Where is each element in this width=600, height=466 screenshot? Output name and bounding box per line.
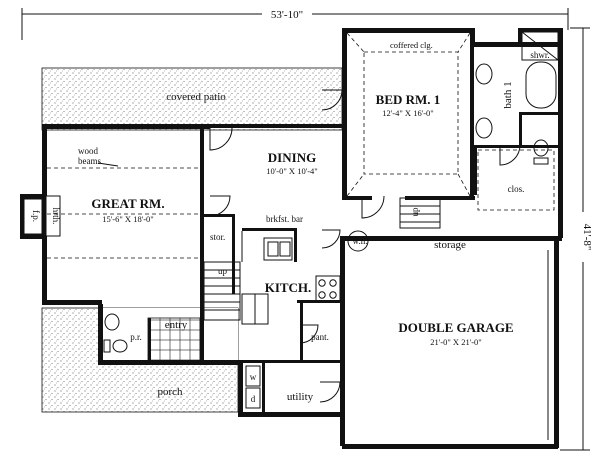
pantry-label: pant. — [311, 332, 329, 342]
bed-room-1-name: BED RM. 1 — [376, 92, 441, 107]
dryer-label: d — [251, 394, 256, 404]
closet-label: clos. — [508, 184, 525, 194]
overall-depth-label: 41'-8" — [581, 224, 593, 251]
depth-dimension: 41'-8" — [560, 27, 593, 451]
porch-label: porch — [157, 386, 183, 398]
kitchen-fixtures — [241, 231, 341, 325]
bed-room-1-size: 12'-4" X 16'-0" — [382, 108, 434, 118]
wood-beams-label-1: wood — [78, 146, 98, 156]
kitchen-name: KITCH. — [265, 280, 312, 295]
covered-patio-label: covered patio — [166, 91, 226, 103]
coffered-ceiling-label: coffered clg. — [390, 40, 433, 50]
wood-beams — [47, 162, 200, 259]
shower-label: shwr. — [530, 50, 549, 60]
exterior-walls — [42, 28, 563, 449]
coffered-ceiling — [346, 32, 471, 197]
laundry — [245, 365, 261, 409]
entry-label: entry — [165, 319, 188, 331]
wood-beams-label-2: beams — [78, 156, 101, 166]
powder-room-label: p.r. — [130, 332, 142, 342]
great-room-name: GREAT RM. — [91, 196, 164, 211]
bath-1-label: bath 1 — [502, 81, 514, 108]
water-heater — [347, 230, 369, 252]
overall-width-label: 53'-10" — [271, 9, 303, 21]
stairs-up-label-2: up — [410, 207, 420, 217]
covered-patio-area — [41, 67, 343, 131]
garage-name: DOUBLE GARAGE — [398, 320, 513, 335]
storage-small-label: stor. — [210, 232, 225, 242]
hearth-label: hrth. — [51, 208, 61, 225]
powder-room-fixtures — [103, 313, 128, 353]
water-heater-label: w.h. — [353, 236, 368, 246]
width-dimension: 53'-10" — [21, 7, 569, 40]
great-room-size: 15'-6" X 18'-0" — [102, 214, 154, 224]
fireplace-label: f.p. — [31, 210, 41, 222]
washer-label: w — [250, 372, 257, 382]
storage-label: storage — [434, 239, 466, 251]
door-swings — [209, 89, 521, 403]
garage-size: 21'-0" X 21'-0" — [430, 337, 482, 347]
stairs-up-label: up — [218, 266, 228, 276]
fireplace: f.p. hrth. — [20, 194, 61, 239]
breakfast-bar-label: brkfst. bar — [266, 214, 303, 224]
utility-label: utility — [287, 391, 314, 403]
dining-size: 10'-0" X 10'-4" — [266, 166, 318, 176]
dining-name: DINING — [268, 150, 316, 165]
stairs — [203, 197, 441, 321]
bath-fixtures — [475, 31, 559, 211]
